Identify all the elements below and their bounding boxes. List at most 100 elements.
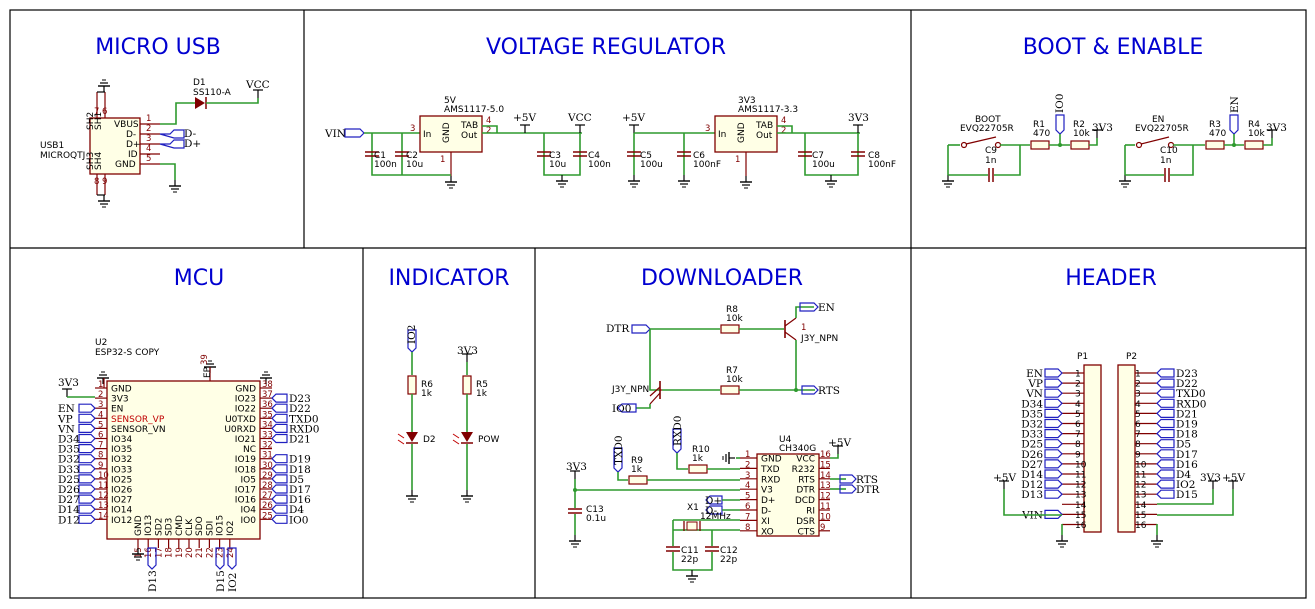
header-net-flag: D12	[1021, 479, 1043, 491]
mcu-pin-label: IO23	[235, 395, 256, 405]
svg-text:D15: D15	[215, 570, 227, 592]
mcu-net-flag: VN	[57, 423, 75, 435]
mcu-net-flag: RXD0	[289, 423, 319, 435]
svg-text:3V3: 3V3	[457, 345, 478, 357]
svg-text:POW: POW	[478, 435, 500, 445]
mcu-pin-number: 7	[98, 441, 103, 451]
svg-text:C3: C3	[549, 151, 561, 161]
svg-text:R6: R6	[421, 380, 433, 390]
header-net-flag: D23	[1176, 368, 1198, 380]
svg-text:0.1u: 0.1u	[586, 514, 606, 524]
svg-text:3V3: 3V3	[1266, 122, 1287, 134]
section-title-mcu: MCU	[174, 266, 224, 291]
header-net-flag: D34	[1021, 398, 1043, 410]
svg-text:10u: 10u	[406, 160, 423, 170]
header-pin-number: 2	[1135, 380, 1141, 390]
svg-text:AMS1117-3.3: AMS1117-3.3	[738, 105, 798, 115]
header-pin-number: 16	[1135, 521, 1147, 531]
mcu-pin-label: IO35	[111, 445, 132, 455]
downloader-section: DTR R8 10k EN 1 J3Y_NPN RTS R7 10k J3Y_N…	[566, 302, 880, 583]
mcu-net-flag: TXD0	[289, 413, 319, 425]
mcu-pin-label: IO17	[235, 486, 256, 496]
ch340-pin-label: RI	[806, 507, 815, 517]
mcu-pin-number: 11	[98, 481, 109, 491]
mcu-pin-label: EN	[111, 405, 123, 415]
mcu-pin-number: 4	[98, 410, 103, 420]
mcu-pin-number: 22	[205, 547, 215, 558]
svg-text:VIN: VIN	[324, 128, 346, 140]
header-pin-number: 13	[1075, 491, 1086, 501]
header-net-flag: D35	[1021, 408, 1043, 420]
ch340-pin-label: RXD	[761, 475, 780, 485]
svg-text:D+: D+	[126, 140, 140, 150]
mcu-net-flag: D25	[58, 474, 80, 486]
mcu-net-flag: EN	[58, 403, 75, 415]
mcu-net-flag: D14	[58, 504, 80, 516]
svg-text:1k: 1k	[692, 454, 704, 464]
svg-text:100u: 100u	[640, 160, 663, 170]
svg-text:R2: R2	[1073, 120, 1085, 130]
header-net-flag: D21	[1176, 408, 1198, 420]
svg-text:MICROQTJ: MICROQTJ	[40, 151, 85, 161]
mcu-pin-number: 24	[226, 547, 236, 558]
header-net-flag: D18	[1176, 429, 1198, 441]
header-net-flag: D5	[1176, 439, 1191, 451]
ch340-pin-label: TXD	[760, 465, 780, 475]
esp32-module-body	[106, 380, 261, 540]
svg-text:3: 3	[410, 124, 415, 134]
svg-text:RXD0: RXD0	[672, 416, 684, 446]
section-title-indicator: INDICATOR	[388, 266, 509, 291]
mcu-net-flag: VP	[57, 413, 73, 425]
svg-text:+5V: +5V	[622, 112, 645, 124]
svg-text:ID: ID	[128, 150, 138, 160]
svg-text:1k: 1k	[631, 465, 643, 475]
svg-text:P1: P1	[1077, 352, 1088, 362]
section-title-downloader: DOWNLOADER	[641, 266, 803, 291]
header-pin-number: 11	[1075, 471, 1086, 481]
header-net-flag: EN	[1026, 368, 1043, 380]
header-p2-body	[1117, 364, 1136, 533]
ch340-pin-number: 12	[820, 492, 831, 502]
mcu-pin-label: GND	[235, 385, 256, 395]
ch340-pin-number: 5	[745, 492, 750, 502]
svg-text:1: 1	[146, 114, 151, 124]
mcu-pin-label: IO5	[241, 475, 256, 485]
header-pin-number: 2	[1075, 380, 1081, 390]
svg-text:BOOT: BOOT	[975, 115, 1001, 125]
svg-text:22p: 22p	[720, 555, 737, 565]
svg-text:In: In	[423, 130, 431, 140]
header-section: P1 P2 1EN2VP3VN4D345D356D327D338D259D261…	[993, 352, 1245, 548]
svg-text:C2: C2	[406, 151, 418, 161]
svg-text:In: In	[718, 130, 726, 140]
section-title-header: HEADER	[1065, 266, 1157, 291]
svg-text:GND: GND	[737, 122, 747, 143]
svg-text:D+: D+	[184, 138, 201, 150]
mcu-pin-label: IO2	[226, 521, 236, 536]
mcu-net-flag: D23	[289, 393, 311, 405]
ch340-pin-label: VCC	[796, 455, 815, 465]
header-p1-body	[1083, 364, 1102, 533]
svg-text:C13: C13	[586, 505, 604, 515]
header-pin-number: 3	[1135, 390, 1141, 400]
svg-text:100u: 100u	[812, 160, 835, 170]
mcu-pin-number: 6	[98, 431, 103, 441]
ch340-pin-label: DCD	[795, 496, 815, 506]
mcu-pin-label: CLK	[185, 518, 195, 536]
svg-text:GND: GND	[115, 160, 136, 170]
mcu-pin-number: 17	[154, 547, 164, 558]
svg-text:R1: R1	[1033, 120, 1045, 130]
header-pin-number: 12	[1135, 481, 1146, 491]
mcu-net-flag: D12	[58, 514, 80, 526]
svg-text:C10: C10	[1160, 146, 1178, 156]
usb-connector-body	[89, 117, 141, 175]
svg-text:CH340G: CH340G	[779, 444, 816, 454]
svg-text:2: 2	[146, 124, 151, 134]
svg-text:12MHz: 12MHz	[700, 512, 731, 522]
svg-text:C8: C8	[868, 151, 880, 161]
mcu-pin-number: 38	[262, 380, 273, 390]
svg-text:C9: C9	[985, 146, 997, 156]
svg-text:D13: D13	[147, 570, 159, 592]
header-pin-number: 1	[1135, 370, 1141, 380]
svg-text:100n: 100n	[374, 160, 397, 170]
